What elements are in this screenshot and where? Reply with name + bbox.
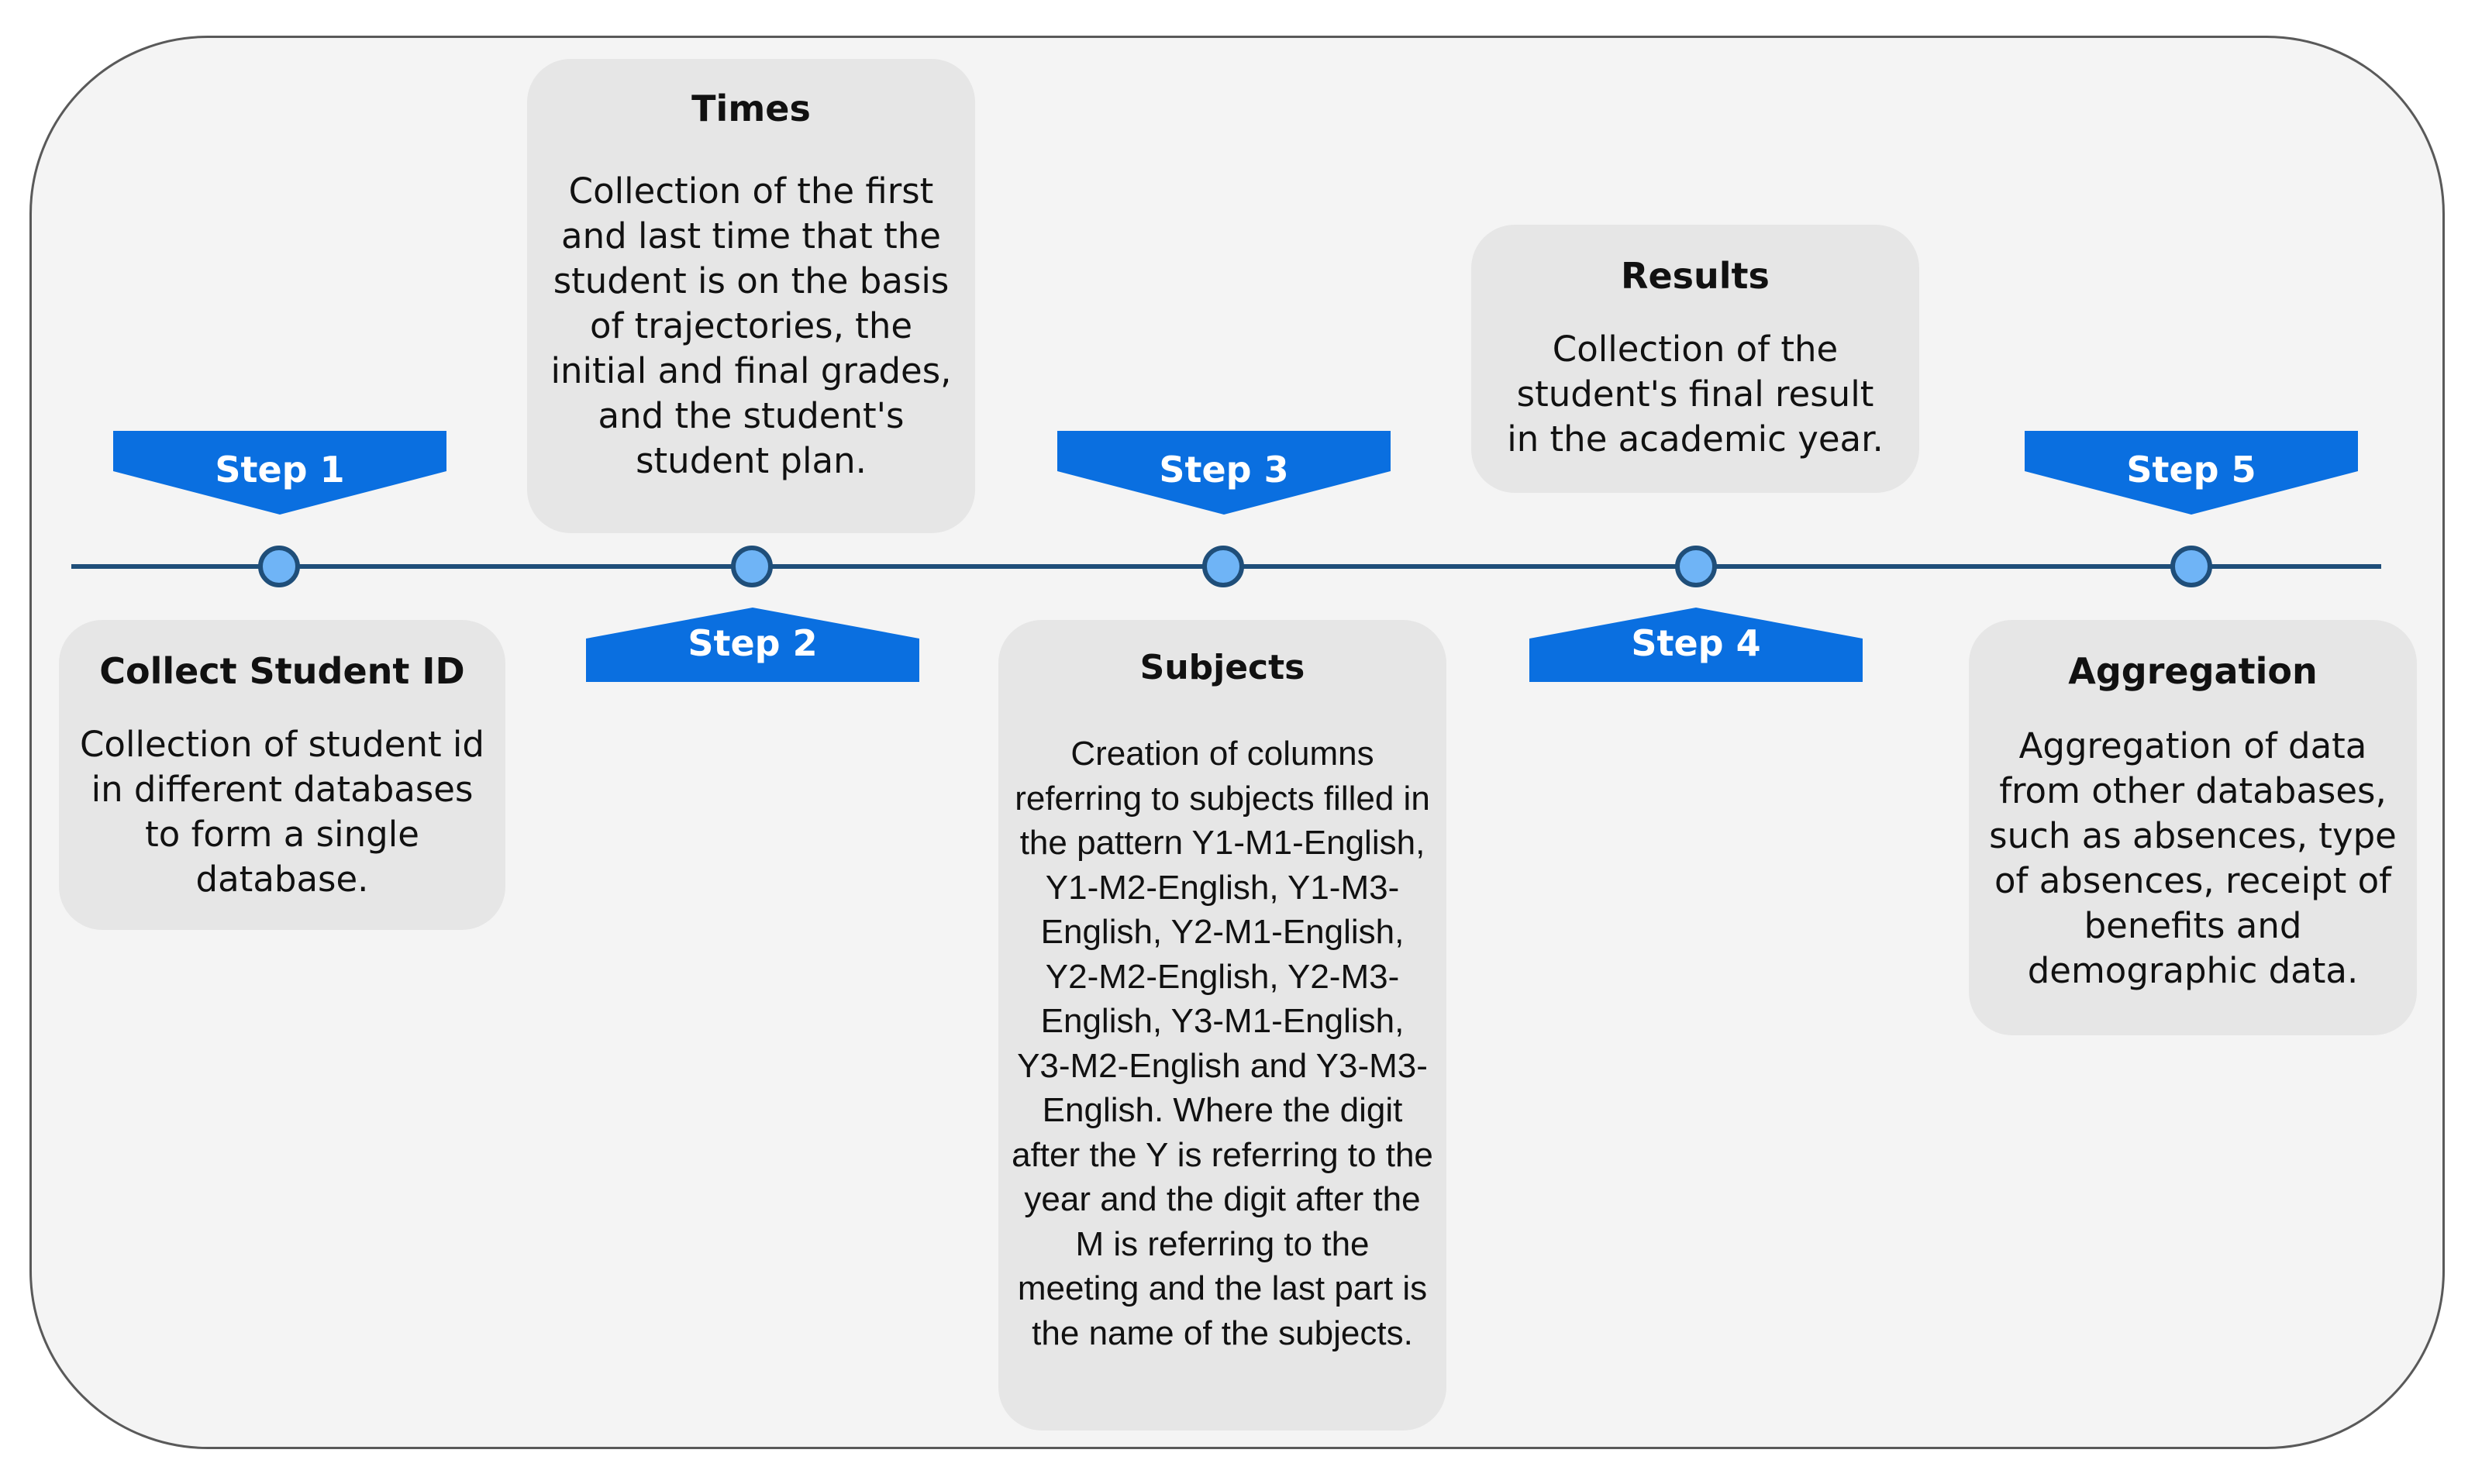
step-4-box: Results Collection of the student's fina…	[1471, 225, 1919, 493]
step-4-title: Results	[1621, 255, 1770, 297]
step-1-box: Collect Student ID Collection of student…	[59, 620, 505, 930]
timeline-node-step-4	[1675, 546, 1717, 587]
timeline-node-step-3	[1202, 546, 1244, 587]
step-1-title: Collect Student ID	[99, 650, 465, 692]
step-5-label: Step 5	[2126, 449, 2256, 491]
step-5-title: Aggregation	[2068, 650, 2318, 692]
step-2-flag: Step 2	[586, 608, 919, 682]
step-1-description: Collection of student id in different da…	[80, 724, 484, 900]
step-4-label: Step 4	[1631, 622, 1761, 664]
step-3-label: Step 3	[1159, 449, 1289, 491]
step-3-box: Subjects Creation of columns referring t…	[998, 620, 1446, 1431]
step-2-box: Times Collection of the first and last t…	[527, 59, 975, 533]
step-5-box: Aggregation Aggregation of data from oth…	[1969, 620, 2417, 1035]
step-3-description: Creation of columns referring to subject…	[1012, 735, 1433, 1352]
timeline-node-step-5	[2170, 546, 2212, 587]
step-4-description: Collection of the student's final result…	[1507, 329, 1884, 460]
timeline-node-step-1	[258, 546, 300, 587]
step-1-flag: Step 1	[113, 431, 446, 515]
step-5-flag: Step 5	[2025, 431, 2358, 515]
step-5-description: Aggregation of data from other databases…	[1989, 725, 2397, 991]
timeline-node-step-2	[731, 546, 773, 587]
step-2-description: Collection of the first and last time th…	[550, 170, 952, 481]
step-2-title: Times	[691, 88, 811, 129]
step-4-flag: Step 4	[1529, 608, 1863, 682]
step-2-label: Step 2	[688, 622, 818, 664]
step-1-label: Step 1	[215, 449, 345, 491]
step-3-title: Subjects	[1139, 648, 1305, 687]
step-3-flag: Step 3	[1057, 431, 1391, 515]
